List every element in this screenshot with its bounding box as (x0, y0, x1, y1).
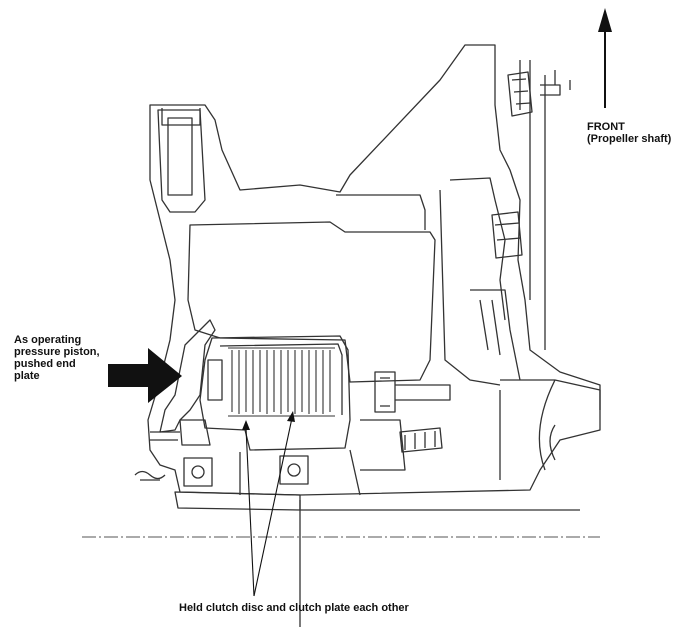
front-label-line2: (Propeller shaft) (587, 133, 672, 145)
front-arrow (598, 8, 612, 108)
bottom-base (174, 491, 301, 511)
front-label-line1: FRONT (587, 121, 625, 133)
clutch-leader-lines (245, 417, 293, 597)
front-label: FRONT (Propeller shaft) (587, 121, 671, 145)
piston-label-line3: pushed end (14, 358, 76, 370)
piston-label-line4: plate (14, 370, 40, 382)
shaft-upper (519, 60, 546, 350)
bearing-top (507, 71, 533, 117)
bearing-middle (491, 211, 523, 259)
bolt (374, 371, 451, 413)
seal-left (183, 457, 213, 487)
piston-label-line1: As operating (14, 334, 82, 346)
inner-cavity (187, 221, 436, 383)
seal-right (279, 455, 309, 485)
clutch-pack-housing (199, 335, 351, 451)
bearing-lower (399, 427, 443, 453)
clutch-plates (228, 347, 335, 417)
cylinder-right (499, 379, 601, 480)
piston-arrow (108, 348, 182, 403)
piston-label-line2: pressure piston, (14, 346, 100, 358)
clutch-label: Held clutch disc and clutch plate each o… (179, 602, 409, 614)
piston (159, 319, 216, 433)
piston-label: As operating pressure piston, pushed end… (14, 334, 100, 382)
